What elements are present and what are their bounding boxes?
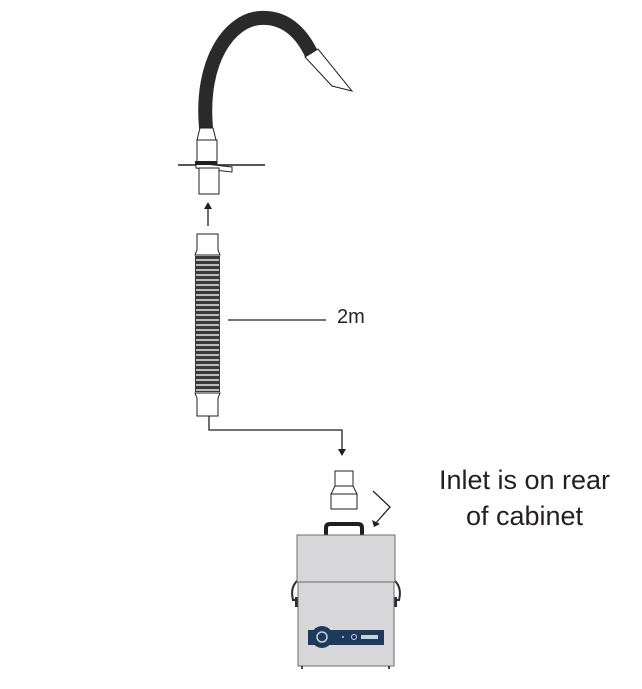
power-dial-icon xyxy=(316,631,328,643)
cabinet xyxy=(291,522,401,669)
connection-arrow-icon xyxy=(208,416,346,456)
indicator-icon xyxy=(351,634,357,640)
flexible-arm xyxy=(198,10,354,129)
note-line-2: of cabinet xyxy=(465,501,584,531)
rear-inlet-arrow-icon xyxy=(372,490,391,527)
bench-mount xyxy=(178,127,265,195)
inlet-adapter xyxy=(330,470,358,510)
inlet-location-note: Inlet is on rear of cabinet xyxy=(412,462,637,534)
up-arrow-icon xyxy=(204,202,212,226)
hose-length-label: 2m xyxy=(337,306,365,328)
note-line-1: Inlet is on rear xyxy=(438,465,611,495)
extension-hose xyxy=(194,233,221,417)
brand-logo xyxy=(361,635,378,639)
control-panel xyxy=(308,626,384,648)
